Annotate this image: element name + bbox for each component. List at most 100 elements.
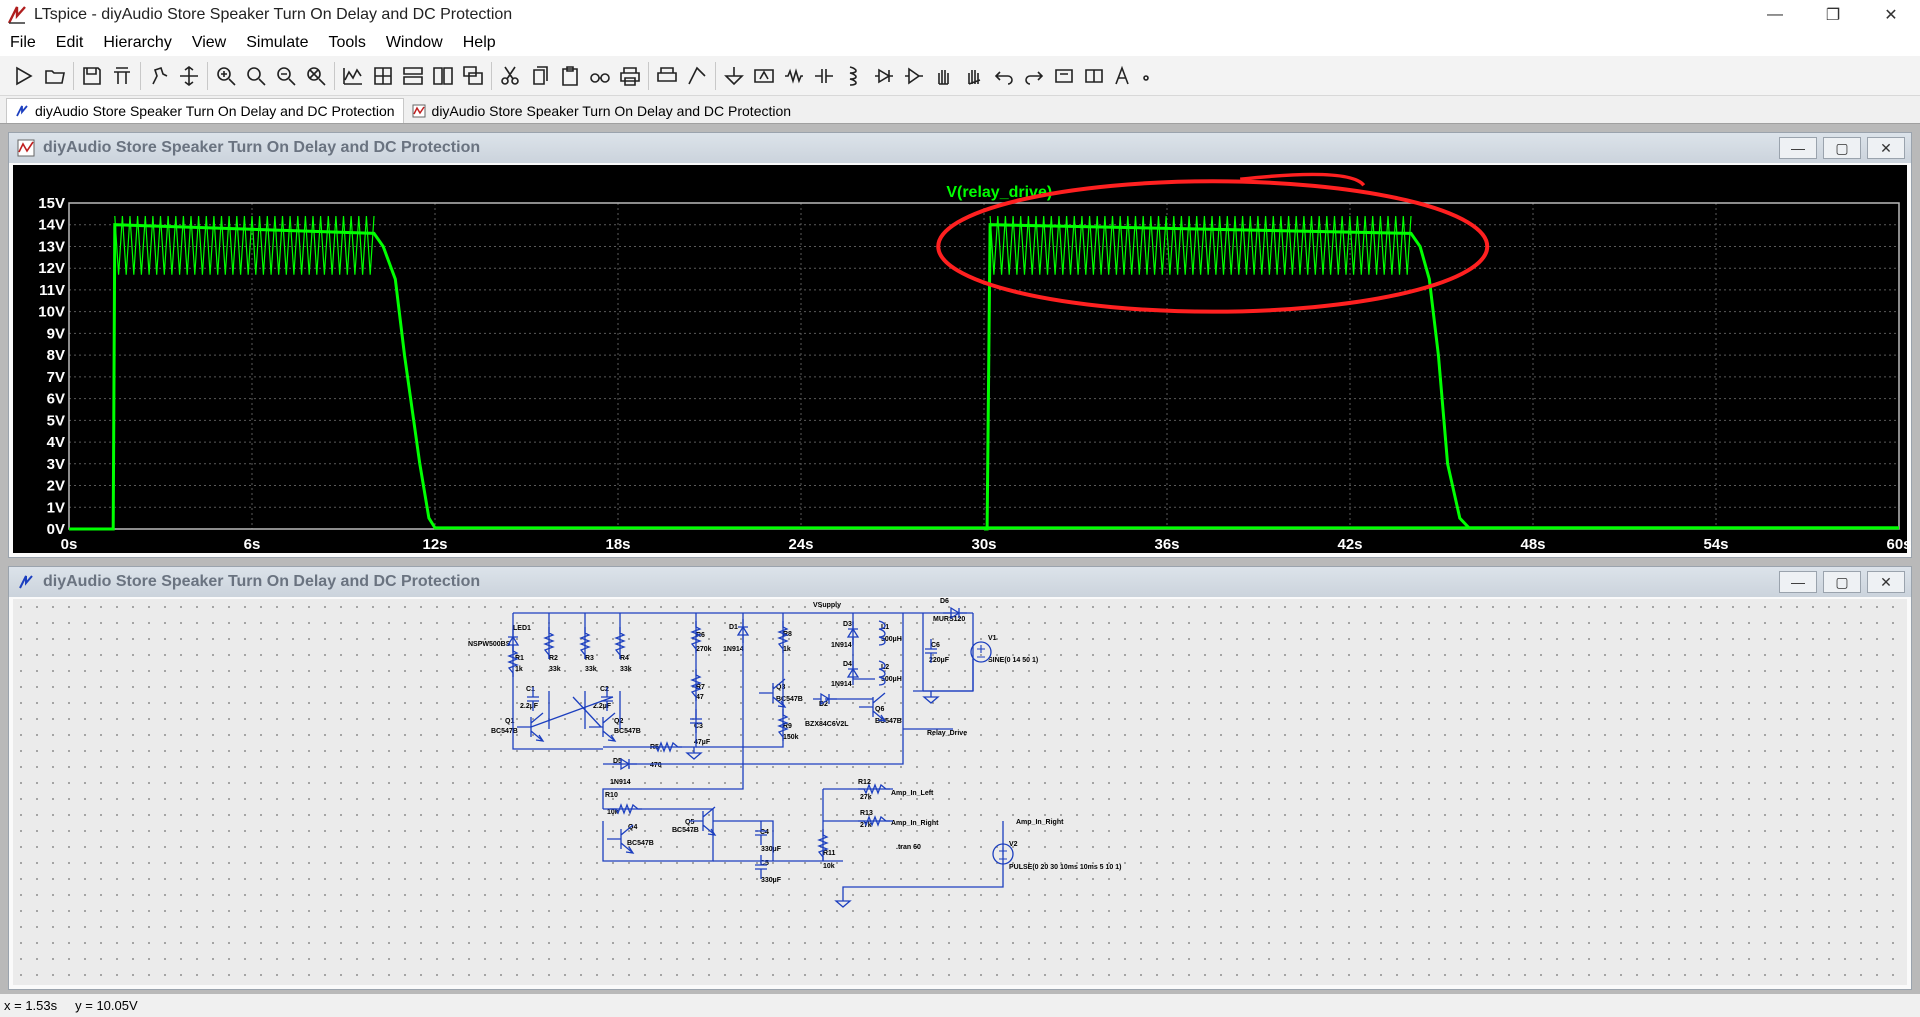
schematic-label[interactable]: Amp_In_Right	[1016, 819, 1064, 826]
resistor-r1[interactable]	[507, 645, 519, 677]
schematic-label[interactable]: 1k	[783, 646, 791, 653]
schematic-label[interactable]: 27k	[860, 794, 872, 801]
rotate-button[interactable]	[1049, 61, 1079, 91]
menu-simulate[interactable]: Simulate	[246, 34, 309, 51]
zoom-fit-button[interactable]	[301, 61, 331, 91]
inductor-button[interactable]	[839, 61, 869, 91]
waveform-close-button[interactable]: ✕	[1867, 137, 1905, 159]
resistor-r12[interactable]	[858, 783, 890, 795]
wire[interactable]	[602, 808, 714, 862]
run-button[interactable]	[10, 61, 40, 91]
schematic-label[interactable]: C2	[600, 686, 609, 693]
menu-window[interactable]: Window	[385, 34, 443, 51]
resistor-r8[interactable]	[777, 621, 789, 653]
save-button[interactable]	[77, 61, 107, 91]
schematic-label[interactable]: Q5	[685, 819, 694, 826]
schematic-label[interactable]: R11	[823, 850, 836, 857]
schematic-label[interactable]: Q2	[614, 718, 623, 725]
voltage-source-v1[interactable]	[970, 641, 992, 663]
schematic-label[interactable]: Q3	[776, 684, 785, 691]
schematic-label[interactable]: R8	[783, 631, 792, 638]
menu-file[interactable]: File	[10, 34, 36, 51]
label-button[interactable]	[749, 61, 779, 91]
capacitor-button[interactable]	[809, 61, 839, 91]
tile-horizontal-button[interactable]	[398, 61, 428, 91]
schematic-label[interactable]: R2	[549, 655, 558, 662]
wire[interactable]	[713, 820, 774, 861]
capacitor-c6[interactable]	[925, 639, 937, 663]
resistor-r6[interactable]	[690, 621, 702, 653]
schematic-label[interactable]: R1	[515, 655, 524, 662]
schematic-label[interactable]: D6	[940, 598, 949, 605]
schematic-label[interactable]: LED1	[513, 625, 531, 632]
schematic-label[interactable]: 270k	[696, 646, 712, 653]
schematic-label[interactable]: Amp_In_Right	[891, 820, 939, 827]
schematic-label[interactable]: D1	[729, 624, 738, 631]
schematic-label[interactable]: BC547B	[875, 718, 902, 725]
schematic-label[interactable]: MURS120	[933, 616, 965, 623]
schematic-label[interactable]: Q1	[505, 718, 514, 725]
mirror-button[interactable]	[1079, 61, 1109, 91]
ground-button[interactable]	[719, 61, 749, 91]
wire[interactable]	[572, 696, 602, 728]
schematic-minimize-button[interactable]: —	[1779, 571, 1817, 593]
redo-button[interactable]	[1019, 61, 1049, 91]
drag-button[interactable]	[959, 61, 989, 91]
resistor-r10[interactable]	[610, 803, 642, 815]
schematic-label[interactable]: BC547B	[672, 827, 699, 834]
wire[interactable]	[603, 613, 904, 765]
schematic-label[interactable]: D3	[843, 621, 852, 628]
capacitor-c2[interactable]	[601, 687, 613, 711]
schematic-label[interactable]: BC547B	[776, 696, 803, 703]
schematic-label[interactable]: SINE(0 14 50 1)	[988, 657, 1038, 664]
schematic-label[interactable]: BC547B	[627, 840, 654, 847]
schematic-label[interactable]: R10	[605, 792, 618, 799]
schematic-label[interactable]: D5	[613, 758, 622, 765]
resistor-button[interactable]	[779, 61, 809, 91]
diode-d2-zener[interactable]	[813, 692, 837, 706]
open-button[interactable]	[40, 61, 70, 91]
spice-directive-button[interactable]	[1139, 61, 1169, 91]
schematic-label[interactable]: 500µH	[881, 636, 902, 643]
schematic-label[interactable]: BC547B	[491, 728, 518, 735]
schematic-label[interactable]: 220µF	[929, 657, 950, 664]
resistor-r9[interactable]	[777, 709, 789, 741]
schematic-maximize-button[interactable]: ▢	[1823, 571, 1861, 593]
zoom-out-button[interactable]	[271, 61, 301, 91]
wire[interactable]	[842, 821, 1004, 895]
cascade-button[interactable]	[458, 61, 488, 91]
schematic-label[interactable]: R9	[783, 723, 792, 730]
restore-button[interactable]: ❐	[1825, 7, 1841, 24]
series-line[interactable]	[69, 223, 1899, 531]
schematic-label[interactable]: Q4	[628, 824, 637, 831]
resistor-r13[interactable]	[858, 815, 890, 827]
waveform-minimize-button[interactable]: —	[1779, 137, 1817, 159]
diode-d6[interactable]	[943, 606, 967, 620]
wire-button[interactable]	[682, 61, 712, 91]
schematic-label[interactable]: 1N914	[831, 681, 852, 688]
find-button[interactable]	[585, 61, 615, 91]
wire[interactable]	[530, 696, 614, 728]
ground-symbol[interactable]	[922, 691, 940, 704]
capacitor-c3[interactable]	[690, 709, 702, 733]
menu-hierarchy[interactable]: Hierarchy	[103, 34, 172, 51]
schematic-label[interactable]: 150k	[783, 734, 799, 741]
schematic-label[interactable]: NSPW500BS	[468, 641, 511, 648]
wire[interactable]	[923, 613, 974, 692]
schematic-label[interactable]: D2	[819, 701, 828, 708]
series-line[interactable]	[984, 223, 1899, 531]
voltage-source-v2[interactable]	[992, 843, 1014, 865]
print-preview-button[interactable]	[652, 61, 682, 91]
schematic-close-button[interactable]: ✕	[1867, 571, 1905, 593]
menu-help[interactable]: Help	[462, 34, 496, 51]
control-panel-button[interactable]	[107, 61, 137, 91]
schematic-label[interactable]: 1N914	[723, 646, 744, 653]
schematic-label[interactable]: V1	[988, 635, 997, 642]
schematic-label[interactable]: 2.2µF	[520, 703, 539, 710]
wire[interactable]	[512, 613, 603, 750]
schematic-label[interactable]: 500µH	[881, 676, 902, 683]
schematic-label[interactable]: R4	[620, 655, 629, 662]
schematic-label[interactable]: C6	[931, 642, 940, 649]
schematic-label[interactable]: 10k	[823, 863, 835, 870]
